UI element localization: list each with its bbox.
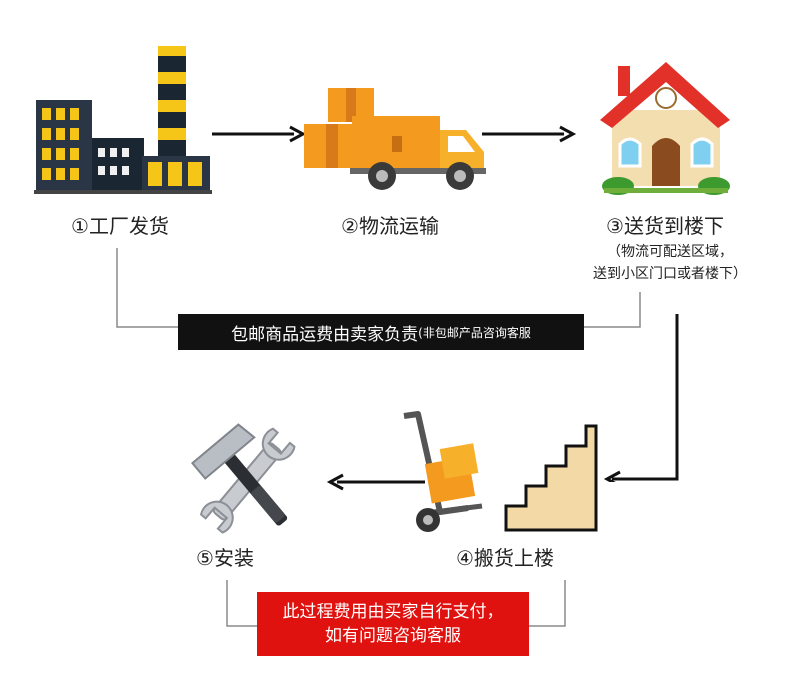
step-1-label: ①工厂发货 [71, 214, 169, 238]
arrow-house-to-stairs [603, 314, 679, 482]
free-shipping-banner: 包邮商品运费由卖家负责(非包邮产品咨询客服 [178, 314, 584, 350]
arrow-truck-to-house [482, 125, 577, 143]
step-3-label: ③送货到楼下 [606, 214, 724, 238]
arrow-stairs-to-tools [326, 473, 425, 491]
step-3-note-line1: （物流可配送区域， [607, 244, 733, 260]
buyer-pays-line1: 此过程费用由买家自行支付， [282, 602, 504, 622]
buyer-pays-line2: 如有问题咨询客服 [325, 626, 461, 646]
buyer-pays-banner: 此过程费用由买家自行支付， 如有问题咨询客服 [257, 592, 529, 656]
step-5-label: ⑤安装 [196, 546, 254, 570]
free-shipping-sub-text: (非包邮产品咨询客服 [418, 325, 531, 340]
arrow-factory-to-truck [212, 125, 307, 143]
step-3-note-line2: 送到小区门口或者楼下） [593, 266, 747, 282]
step-2-label: ②物流运输 [341, 214, 439, 238]
free-shipping-main-text: 包邮商品运费由卖家负责 [231, 324, 419, 345]
step-4-label: ④搬货上楼 [456, 546, 554, 570]
hand-truck-stairs-icon [398, 408, 598, 536]
factory-icon [34, 44, 212, 196]
tools-icon [182, 422, 312, 538]
delivery-truck-icon [300, 80, 490, 196]
house-icon [596, 58, 734, 196]
